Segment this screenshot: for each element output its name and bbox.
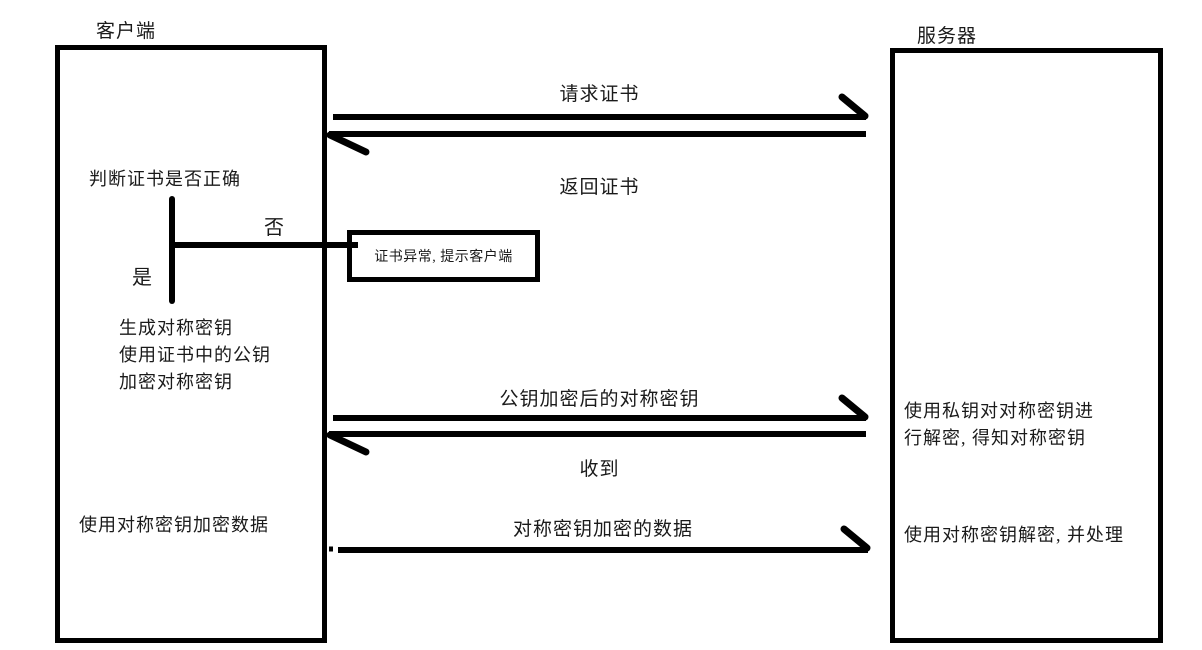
received-label: 收到 bbox=[579, 459, 620, 480]
step-generate-key: 生成对称密钥 bbox=[119, 318, 233, 338]
server-decrypt-key-line2: 行解密, 得知对称密钥 bbox=[904, 428, 1086, 448]
branch-no-label: 否 bbox=[264, 217, 285, 239]
request-cert-arrowhead bbox=[838, 93, 869, 120]
client-title: 客户端 bbox=[96, 21, 157, 42]
server-box bbox=[890, 48, 1163, 643]
server-title: 服务器 bbox=[917, 26, 978, 47]
cert-exception-box: 证书异常, 提示客户端 bbox=[347, 230, 540, 282]
encrypted-data-label: 对称密钥加密的数据 bbox=[512, 519, 693, 540]
request-cert-label: 请求证书 bbox=[559, 84, 640, 105]
cert-exception-text: 证书异常, 提示客户端 bbox=[374, 250, 513, 265]
return-cert-arrowhead bbox=[326, 131, 370, 156]
step-encrypt-key: 加密对称密钥 bbox=[119, 372, 233, 392]
server-decrypt-key-line1: 使用私钥对对称密钥进 bbox=[904, 401, 1094, 421]
step-use-public-key: 使用证书中的公钥 bbox=[119, 345, 271, 365]
client-box bbox=[55, 45, 327, 643]
received-arrowhead bbox=[326, 431, 370, 456]
judge-cert-text: 判断证书是否正确 bbox=[89, 169, 241, 189]
branch-yes-label: 是 bbox=[132, 267, 153, 289]
encrypted-data-arrowhead bbox=[840, 525, 871, 552]
client-encrypt-data-text: 使用对称密钥加密数据 bbox=[79, 515, 269, 535]
server-process-data-text: 使用对称密钥解密, 并处理 bbox=[904, 525, 1124, 545]
return-cert-label: 返回证书 bbox=[559, 177, 640, 198]
encrypted-key-arrowhead bbox=[838, 394, 869, 421]
encrypted-key-label: 公钥加密后的对称密钥 bbox=[499, 389, 700, 410]
client-key-steps: 生成对称密钥 使用证书中的公钥 加密对称密钥 bbox=[119, 315, 271, 396]
